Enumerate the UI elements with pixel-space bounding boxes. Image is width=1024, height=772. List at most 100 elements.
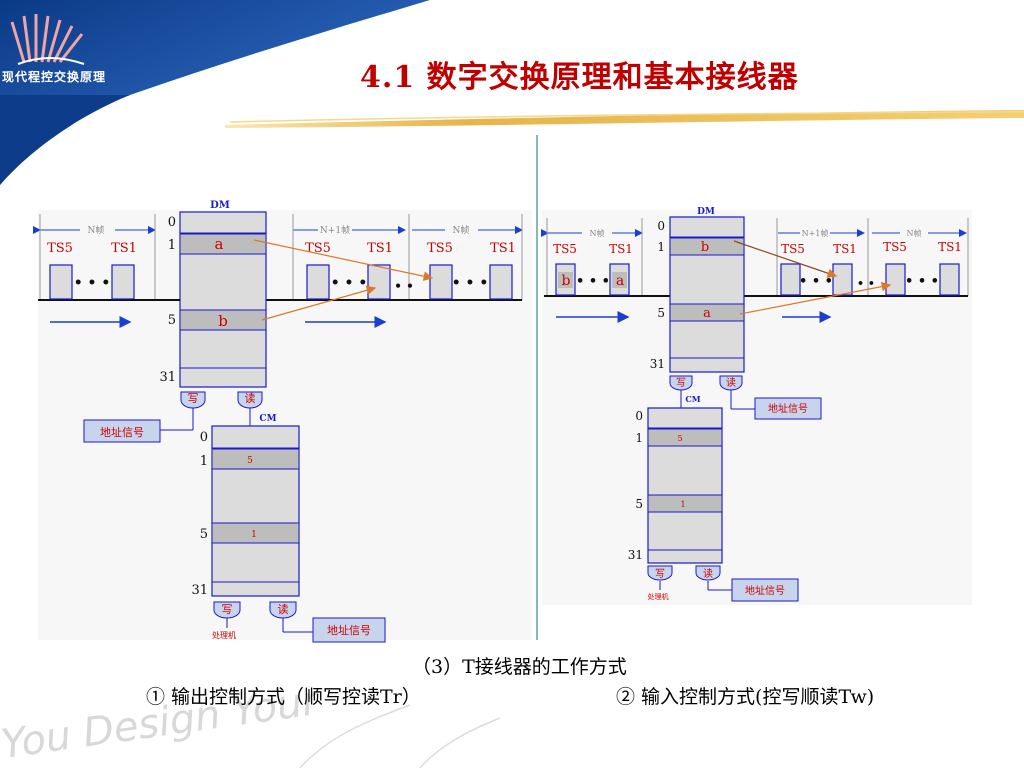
left-dots-2: • • (394, 279, 414, 293)
left-read-arrow-b (261, 285, 377, 321)
left-dm-write-gate (180, 391, 206, 409)
left-diagram: N帧 N+1帧 N帧 TS5 TS1 TS5 TS1 TS5 TS1 • • •… (33, 200, 532, 643)
left-dots-0: • • • (74, 275, 111, 291)
right-dots-1: • • • (799, 274, 833, 289)
left-cm-value-1: 1 (251, 530, 257, 540)
right-dm-row-31: 31 (650, 357, 665, 371)
right-addr-signal-box-2 (731, 578, 799, 602)
right-frame-label-2: N帧 (907, 228, 922, 238)
left-dm-row-31: 31 (159, 370, 176, 385)
right-dm-cell-1 (669, 237, 745, 256)
right-ts-label-1: TS1 (609, 242, 633, 256)
left-processor: 处理机 (212, 630, 236, 640)
left-cm-label: CM (259, 414, 276, 424)
left-cm-row-1: 1 (200, 454, 208, 469)
left-addr-signal-box-2 (312, 617, 386, 643)
left-dm-cell-a: a (215, 235, 224, 253)
left-dm-read: 读 (245, 391, 256, 405)
left-cm-write-gate (213, 601, 241, 619)
right-slot-cell-b (558, 272, 573, 288)
right-dm-read: 读 (726, 376, 736, 389)
right-cm-cell-5 (647, 494, 723, 513)
left-addr-signal-box-1 (83, 419, 161, 443)
left-dm-label: DM (210, 200, 230, 211)
left-frame-label-0: N帧 (88, 224, 105, 236)
left-dm-row-0: 0 (168, 215, 176, 230)
right-diagram: N帧 N+1帧 N帧 TS5 TS1 TS5 TS1 TS5 TS1 b a •… (541, 207, 972, 605)
right-frame-label-0: N帧 (590, 228, 605, 238)
right-cm-value-5: 5 (677, 434, 682, 443)
right-processor: 处理机 (648, 592, 669, 601)
right-dots-2: • • (857, 277, 875, 290)
right-read-arrow-b (733, 240, 838, 278)
left-cm-cell-1 (211, 448, 300, 470)
left-cm-row-31: 31 (191, 583, 208, 598)
right-cm-read: 读 (703, 567, 713, 580)
left-frame-ticks (39, 214, 523, 300)
left-ts-label-3: TS1 (367, 241, 393, 256)
left-cm-cell-5 (211, 522, 300, 544)
left-addr-signal-1: 地址信号 (100, 425, 144, 439)
right-cm-row-5: 5 (635, 497, 643, 511)
left-dm-row-1: 1 (168, 238, 176, 253)
right-cm-write-gate (647, 565, 673, 581)
logo-icon (10, 14, 85, 65)
left-cm-write: 写 (222, 603, 233, 616)
left-ts-label-0: TS5 (47, 241, 73, 256)
right-dm-row-5: 5 (657, 306, 665, 320)
right-cm-row-1: 1 (635, 431, 643, 445)
right-cm-read-gate (695, 565, 721, 581)
right-ts-label-2: TS5 (781, 242, 805, 256)
header-banner-shade (0, 95, 130, 185)
left-dm-cell-5 (179, 309, 267, 331)
left-dm-cell-1 (179, 233, 267, 255)
right-dm-cell-5 (669, 303, 745, 322)
left-dm-read-gate (237, 391, 263, 409)
caption-left: ① 输出控制方式（顺写控读Tr） (146, 686, 421, 708)
right-dm-label: DM (697, 207, 715, 217)
right-dm-cell-b: b (701, 240, 709, 255)
header-banner (0, 0, 430, 185)
left-cm-read: 读 (278, 602, 289, 616)
right-ts-label-0: TS5 (553, 242, 577, 256)
right-cm-row-31: 31 (628, 548, 643, 562)
left-slots (49, 264, 513, 300)
left-read-arrow-a (253, 239, 434, 281)
left-frame-label-1: N+1帧 (320, 224, 350, 236)
left-dm-cell-b: b (218, 312, 228, 330)
right-slot-cell-a (612, 272, 627, 288)
left-addr-signal-2: 地址信号 (327, 623, 371, 637)
left-ts-label-4: TS5 (427, 241, 453, 256)
right-cm-value-1: 1 (680, 500, 685, 509)
right-dots-0: • • • (576, 274, 610, 289)
left-cm-row-5: 5 (200, 527, 208, 542)
left-frame-label-2: N帧 (453, 224, 470, 236)
left-cm-value-5: 5 (247, 456, 253, 466)
left-ts-label-1: TS1 (111, 241, 137, 256)
caption-right: ② 输入控制方式(控写顺读Tw) (616, 686, 875, 708)
right-ts-label-3: TS1 (833, 242, 857, 256)
right-read-arrow-a (739, 281, 892, 315)
page-title: 4.1 数字交换原理和基本接线器 (360, 60, 799, 95)
left-dots-3: • • • (452, 275, 489, 291)
right-cm-row-0: 0 (635, 409, 643, 423)
right-frame-label-1: N+1帧 (802, 228, 829, 238)
right-cm-write: 写 (655, 568, 665, 580)
right-slot-a: a (616, 273, 624, 289)
right-cm-cell-1 (647, 428, 723, 447)
right-addr-signal-box-1 (754, 397, 822, 420)
right-dm-row-0: 0 (657, 219, 665, 233)
right-ts-label-4: TS5 (883, 240, 907, 254)
right-addr-signal-1: 地址信号 (768, 402, 808, 415)
right-dm-write-gate (669, 375, 693, 391)
left-ts-label-5: TS1 (490, 241, 516, 256)
left-dm-row-5: 5 (168, 313, 176, 328)
right-dm-write: 写 (676, 377, 686, 389)
right-frame-ticks (546, 218, 969, 296)
left-dots-1: • • • (331, 275, 368, 291)
left-cm-row-0: 0 (200, 430, 208, 445)
title-underline-highlight (229, 111, 1024, 123)
bottom-decoration (299, 704, 501, 769)
